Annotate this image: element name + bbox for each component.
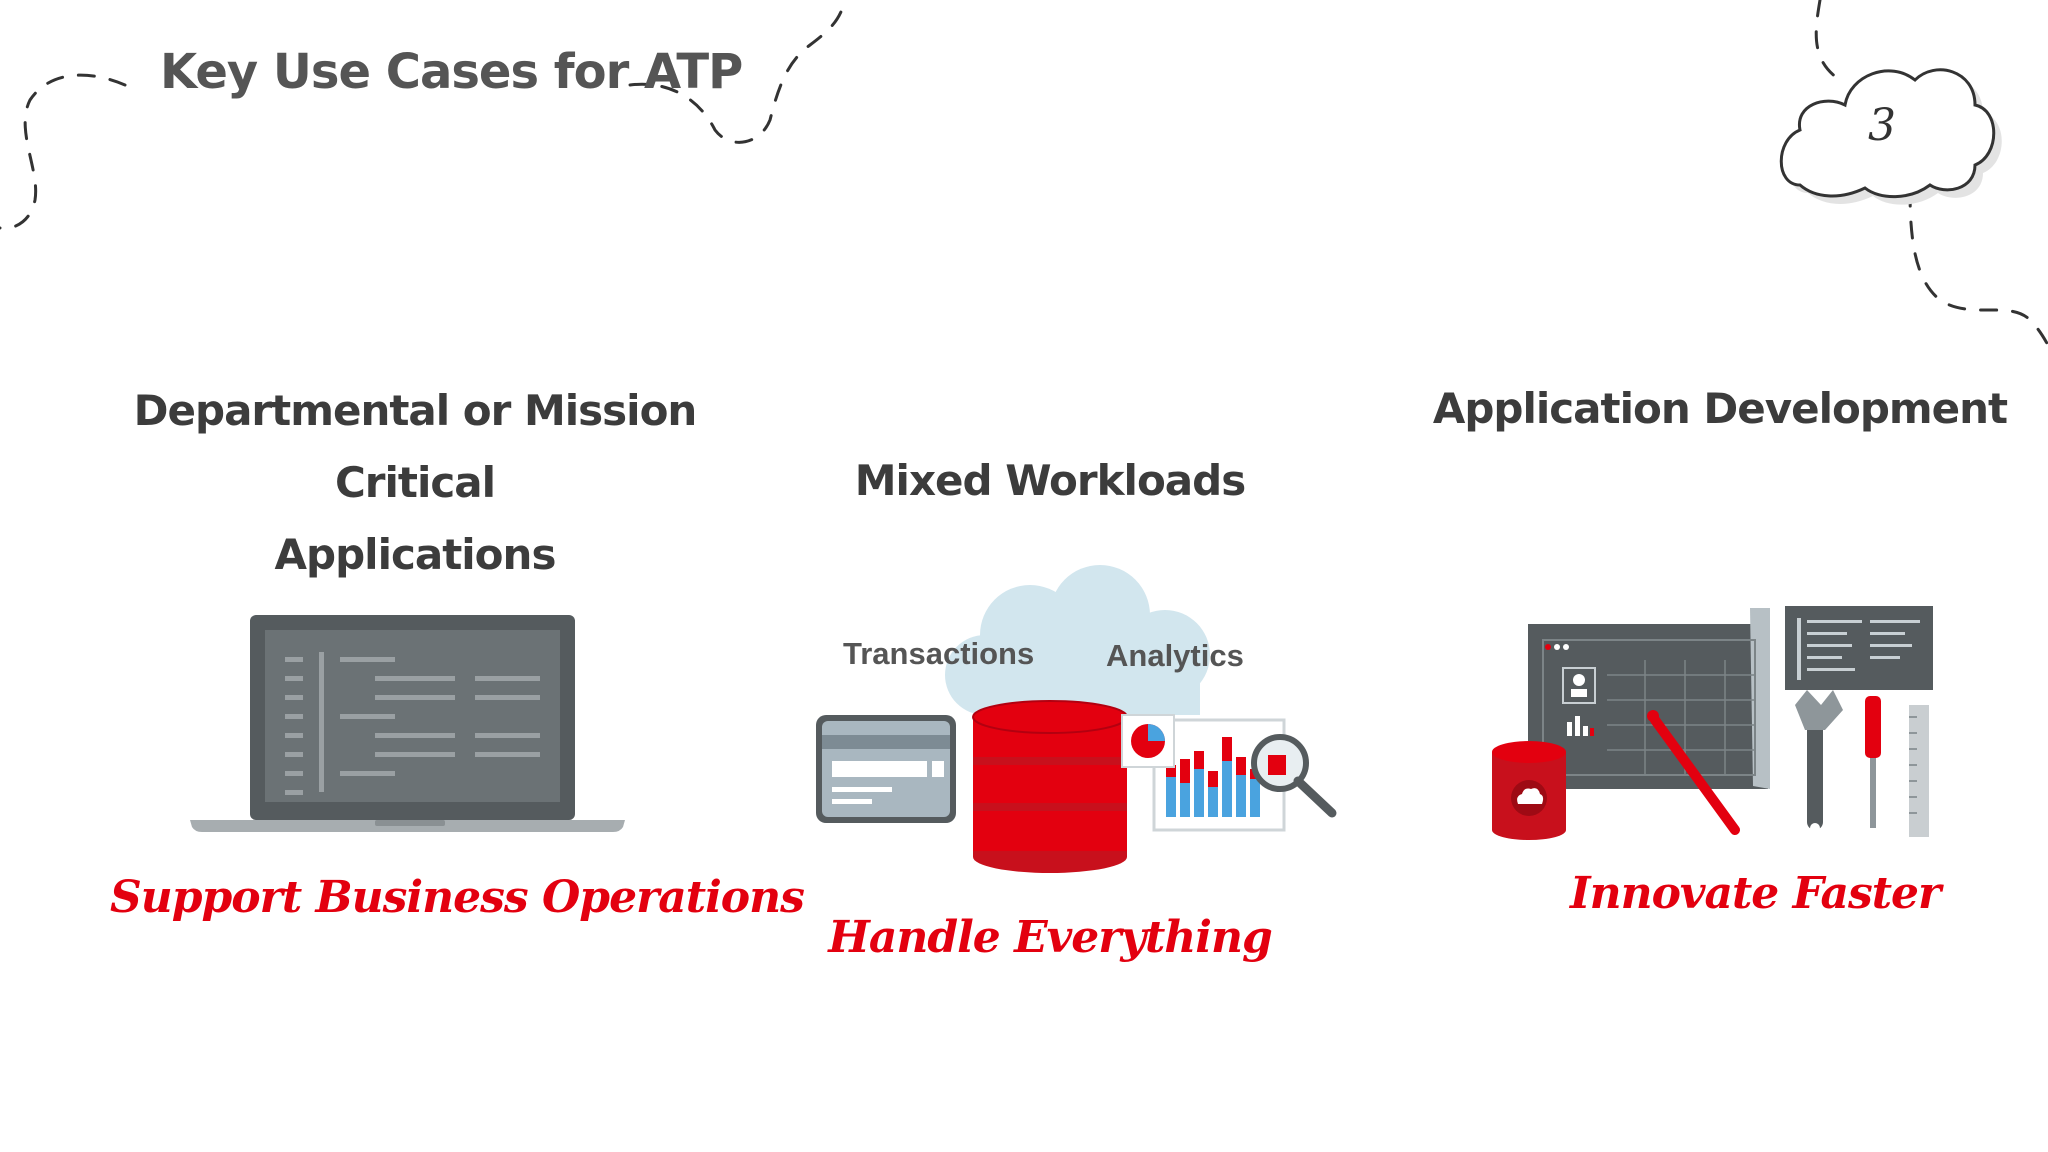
tagline-handle-everything: Handle Everything (828, 912, 1273, 963)
heading-line-2: Applications (274, 530, 557, 579)
slide-title: Key Use Cases for ATP (160, 44, 743, 100)
label-transactions: Transactions (843, 636, 1035, 671)
heading-mission-critical: Departmental or Mission Critical Applica… (80, 375, 750, 591)
heading-line-1: Mixed Workloads (854, 456, 1246, 505)
heading-application-development: Application Development (1420, 373, 2020, 445)
label-analytics: Analytics (1106, 638, 1244, 673)
heading-line-1: Departmental or Mission Critical (133, 386, 698, 507)
database-cloud-icon (816, 565, 1337, 873)
tagline-support-business: Support Business Operations (110, 872, 805, 923)
laptop-code-icon (190, 615, 625, 832)
page-number: 3 (1868, 100, 1896, 151)
developer-tools-icon (1492, 606, 1933, 840)
heading-mixed-workloads: Mixed Workloads (780, 445, 1320, 517)
tagline-innovate-faster: Innovate Faster (1570, 868, 1941, 919)
heading-line-1: Application Development (1432, 384, 2008, 433)
